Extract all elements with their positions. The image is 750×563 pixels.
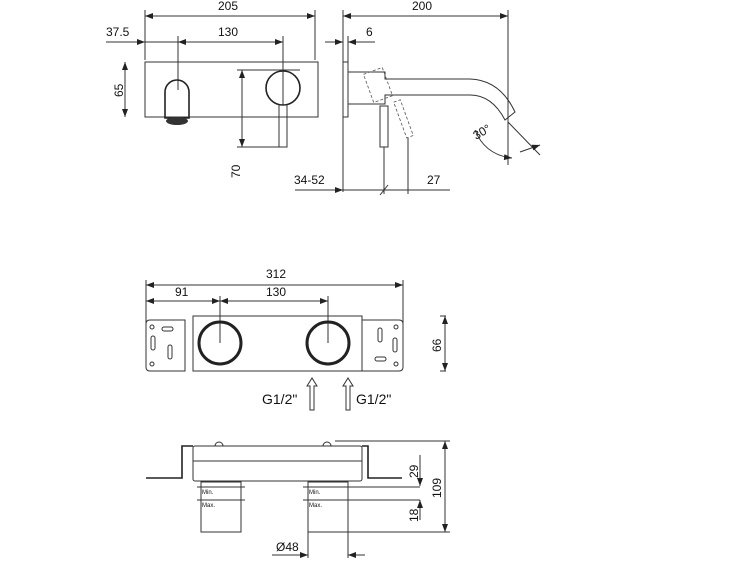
- box-top-view: 312 91 130 66 G1/2" G1/2": [145, 267, 448, 411]
- spout-front: [164, 79, 190, 119]
- right-flange: [362, 445, 402, 479]
- dim-lever-depth: 70: [229, 164, 243, 178]
- spout-side: [348, 71, 516, 121]
- dim-lever-offset: 27: [427, 173, 441, 187]
- dim-height: 65: [112, 83, 126, 97]
- box-side-view: Min. Max. Min. Max. 29 18 109 Ø48: [146, 440, 450, 558]
- dim-wall-range: 34-52: [294, 173, 325, 187]
- dim-left-offset: 37.5: [106, 25, 130, 39]
- dim-adjust-range: 18: [407, 508, 421, 522]
- wall-plate: [144, 61, 319, 118]
- right-bracket: [361, 319, 404, 372]
- dim-spacing: 130: [218, 25, 238, 39]
- front-view: 205 37.5 130 65 70: [106, 0, 319, 178]
- dim-cover-depth: 29: [407, 464, 421, 478]
- dim-angle: 30°: [471, 121, 494, 142]
- inlet-right-label: G1/2": [356, 391, 391, 407]
- aerator: [166, 117, 188, 125]
- left-bracket: [145, 319, 186, 372]
- lever-stem: [278, 104, 288, 148]
- dim-plate-thickness: 6: [366, 25, 373, 39]
- dim-width: 205: [218, 0, 238, 13]
- max-label-right: Max.: [309, 503, 322, 509]
- dim-box-height: 66: [430, 338, 444, 352]
- right-cylinder: [307, 481, 349, 533]
- min-label-right: Min.: [309, 490, 321, 496]
- dim-box-spacing: 130: [266, 285, 286, 299]
- inlet-ring-right: [305, 320, 351, 366]
- arrow-up-icon: [342, 377, 354, 411]
- min-label-left: Min.: [202, 490, 214, 496]
- left-cylinder: [200, 481, 242, 533]
- max-label-left: Max.: [202, 503, 215, 509]
- dim-box-left: 91: [175, 285, 189, 299]
- side-view: 200 6 30° 34-52 27: [294, 0, 541, 196]
- dim-total-depth: 109: [430, 478, 444, 498]
- dim-diameter: Ø48: [276, 540, 299, 554]
- inlet-ring-left: [197, 320, 243, 366]
- arrow-up-icon: [306, 377, 318, 411]
- left-flange: [146, 445, 193, 479]
- box-body: [192, 315, 363, 372]
- inlet-left-label: G1/2": [262, 391, 297, 407]
- dim-box-width: 312: [266, 267, 286, 281]
- dim-projection: 200: [412, 0, 432, 13]
